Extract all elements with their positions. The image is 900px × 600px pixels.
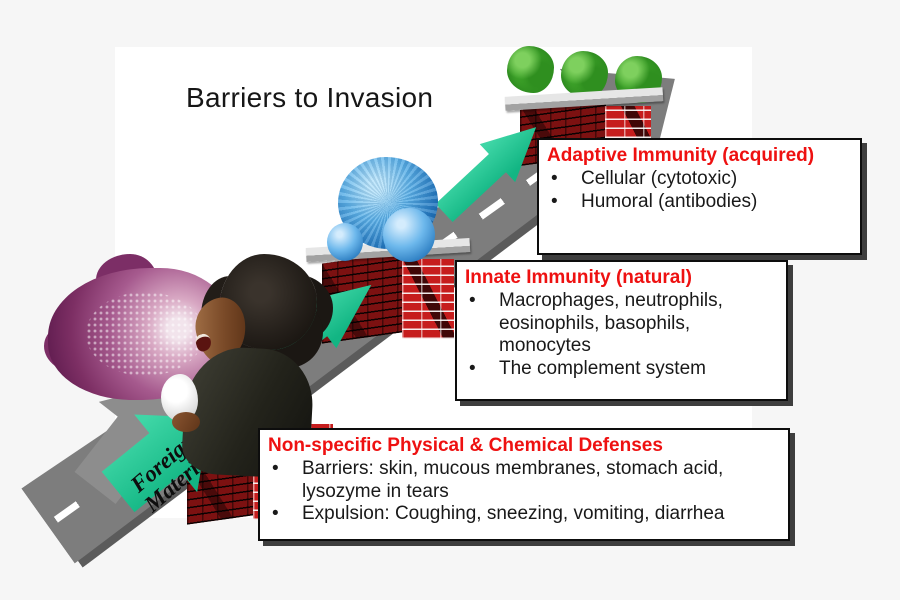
cell-sphere-icon — [383, 208, 435, 262]
list-item: • Cellular (cytotoxic) — [547, 168, 852, 190]
nonspecific-header: Non-specific Physical & Chemical Defense… — [268, 435, 663, 456]
list-item: • Macrophages, neutrophils, eosinophils,… — [465, 290, 778, 357]
list-item: • Barriers: skin, mucous membranes, stom… — [268, 458, 780, 503]
bullet-icon: • — [469, 357, 476, 379]
page-title: Barriers to Invasion — [186, 82, 434, 113]
cell-sphere-icon — [327, 223, 363, 261]
list-item: • The complement system — [465, 358, 778, 380]
adaptive-header: Adaptive Immunity (acquired) — [547, 145, 815, 166]
info-box-adaptive: Adaptive Immunity (acquired) • Cellular … — [537, 138, 862, 255]
bush-icon — [507, 46, 554, 93]
bullet-icon: • — [551, 190, 558, 212]
innate-header: Innate Immunity (natural) — [465, 267, 692, 288]
bullet-icon: • — [272, 458, 279, 480]
info-box-nonspecific: Non-specific Physical & Chemical Defense… — [258, 428, 790, 541]
bullet-icon: • — [551, 168, 558, 190]
bullet-icon: • — [469, 290, 476, 312]
list-item: • Humoral (antibodies) — [547, 191, 852, 213]
list-item: • Expulsion: Coughing, sneezing, vomitin… — [268, 503, 780, 525]
info-box-innate: Innate Immunity (natural) • Macrophages,… — [455, 260, 788, 401]
bullet-icon: • — [272, 503, 279, 525]
spray-mist-speckles — [86, 292, 204, 376]
person-hand — [172, 412, 200, 432]
brick-wall-middle-right-face — [402, 259, 454, 339]
